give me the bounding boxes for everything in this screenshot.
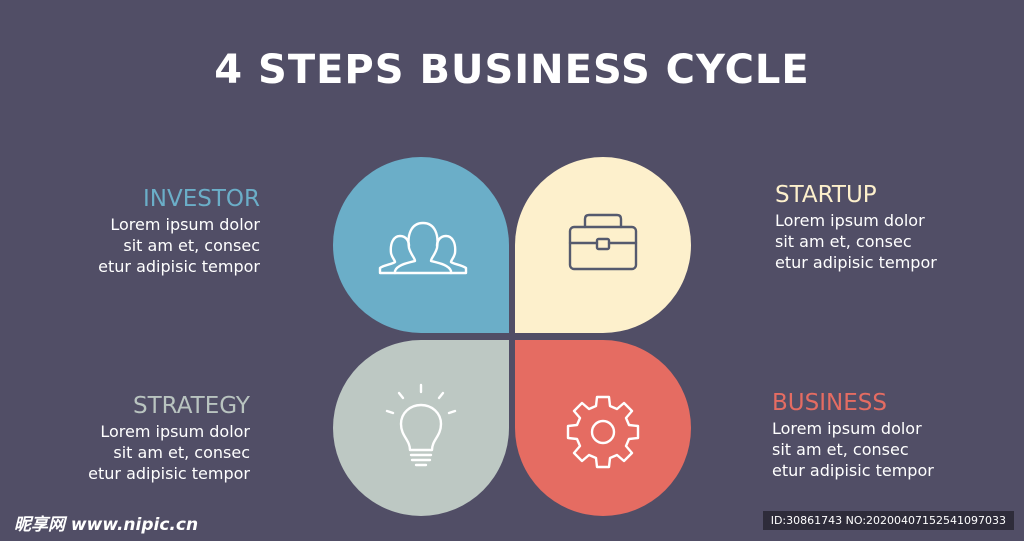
watermark-id: ID:30861743 NO:20200407152541097033 — [762, 511, 1014, 530]
step-description: Lorem ipsum dolor sit am et, consec etur… — [88, 422, 250, 483]
petal-business — [515, 340, 691, 516]
briefcase-icon — [568, 213, 638, 271]
step-strategy: STRATEGY Lorem ipsum dolor sit am et, co… — [0, 391, 250, 484]
watermark-logo: 昵享网 www.nipic.cn — [14, 515, 199, 535]
step-description: Lorem ipsum dolor sit am et, consec etur… — [775, 211, 937, 272]
step-heading: BUSINESS — [772, 390, 887, 416]
step-heading: STARTUP — [775, 182, 877, 208]
step-description: Lorem ipsum dolor sit am et, consec etur… — [772, 419, 934, 480]
step-investor: INVESTOR Lorem ipsum dolor sit am et, co… — [10, 184, 260, 277]
step-heading: INVESTOR — [143, 186, 260, 212]
page-title: 4 STEPS BUSINESS CYCLE — [214, 47, 810, 93]
people-icon — [378, 221, 468, 275]
petal-strategy — [333, 340, 509, 516]
petal-startup — [515, 157, 691, 333]
lightbulb-icon — [385, 383, 457, 467]
step-business: BUSINESS Lorem ipsum dolor sit am et, co… — [772, 388, 1022, 481]
step-startup: STARTUP Lorem ipsum dolor sit am et, con… — [775, 180, 1024, 273]
petal-investor — [333, 157, 509, 333]
step-heading: STRATEGY — [133, 393, 250, 419]
step-description: Lorem ipsum dolor sit am et, consec etur… — [98, 215, 260, 276]
gear-icon — [566, 395, 640, 469]
